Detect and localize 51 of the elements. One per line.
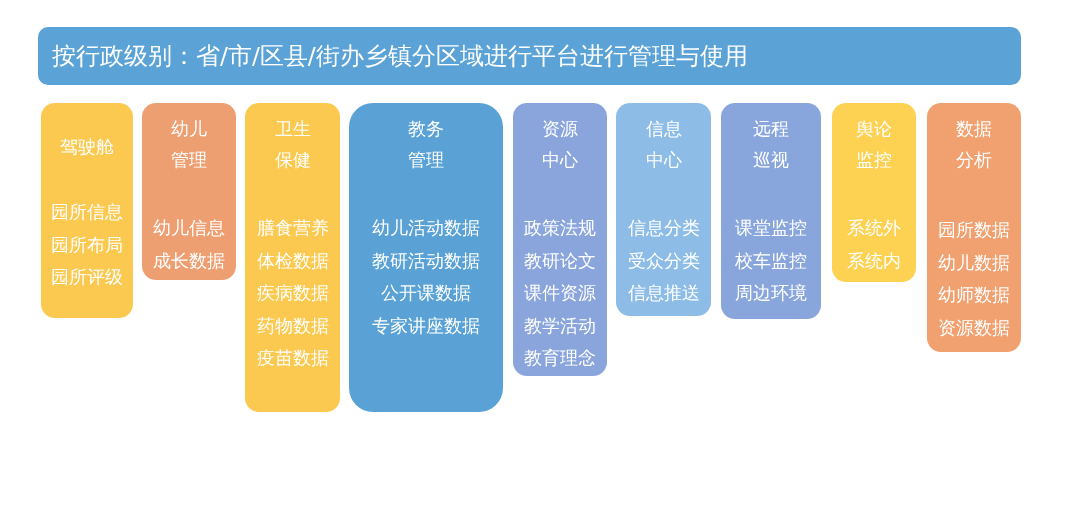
feature-item: 教学活动: [524, 314, 596, 338]
module-card: [721, 103, 821, 319]
feature-item: 资源数据: [938, 316, 1010, 340]
module-card: [832, 103, 916, 282]
feature-item: 园所评级: [51, 266, 123, 289]
feature-item: 教研活动数据: [372, 249, 480, 273]
feature-item: 成长数据: [153, 249, 225, 273]
module-card: [245, 103, 340, 412]
module-title: 幼儿管理: [170, 118, 208, 172]
module-card: [616, 103, 711, 316]
feature-item: 幼儿活动数据: [372, 217, 480, 240]
feature-item: 公开课数据: [381, 282, 471, 305]
feature-item: 课堂监控: [735, 217, 807, 240]
feature-item: 周边环境: [735, 282, 807, 305]
module-title: 数据分析: [955, 118, 993, 172]
module-title: 信息中心: [644, 118, 683, 172]
feature-item: 信息分类: [627, 217, 700, 240]
feature-item: 教育理念: [524, 347, 596, 370]
header-bar: [38, 27, 1021, 85]
feature-item: 教研论文: [524, 249, 596, 273]
module-title: 教务管理: [407, 118, 445, 172]
feature-item: 膳食营养: [256, 217, 329, 240]
feature-item: 幼儿数据: [938, 251, 1010, 275]
module-card: [41, 103, 133, 318]
feature-item: 受众分类: [627, 249, 700, 273]
feature-item: 课件资源: [524, 282, 596, 305]
feature-item: 系统内: [847, 249, 901, 273]
module-card: [513, 103, 607, 376]
feature-item: 疾病数据: [256, 282, 329, 305]
feature-item: 系统外: [847, 217, 901, 240]
feature-item: 幼儿信息: [153, 217, 225, 240]
module-card: [349, 103, 503, 412]
module-title: 卫生保健: [273, 118, 312, 172]
module-title: 舆论监控: [855, 118, 893, 172]
feature-item: 信息推送: [627, 282, 700, 305]
feature-item: 体检数据: [256, 249, 329, 273]
feature-item: 园所数据: [938, 219, 1010, 242]
module-title: 资源中心: [541, 118, 579, 172]
feature-item: 园所信息: [51, 201, 123, 224]
module-title: 远程巡视: [752, 118, 790, 172]
module-card: [142, 103, 236, 280]
module-card: [927, 103, 1021, 352]
module-title: 驾驶舱: [59, 136, 115, 159]
feature-item: 疫苗数据: [256, 347, 329, 370]
feature-item: 校车监控: [735, 249, 807, 273]
feature-item: 专家讲座数据: [372, 314, 480, 338]
feature-item: 药物数据: [256, 314, 329, 338]
feature-item: 园所布局: [51, 233, 123, 257]
header-text: 按行政级别：省/市/区县/街办乡镇分区域进行平台进行管理与使用: [52, 41, 748, 72]
feature-item: 幼师数据: [938, 284, 1010, 307]
feature-item: 政策法规: [524, 217, 596, 240]
